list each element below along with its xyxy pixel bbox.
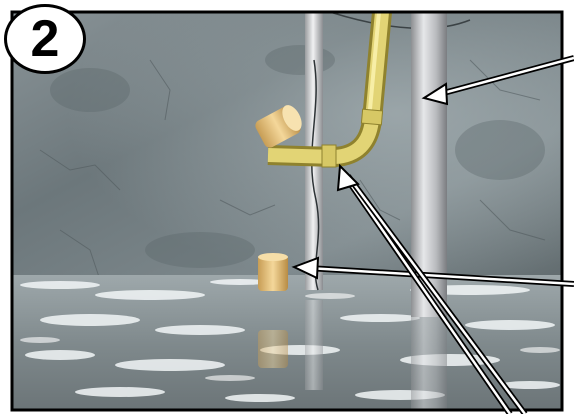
step-number: 2 <box>31 13 60 65</box>
step-number-badge: 2 <box>4 4 86 74</box>
